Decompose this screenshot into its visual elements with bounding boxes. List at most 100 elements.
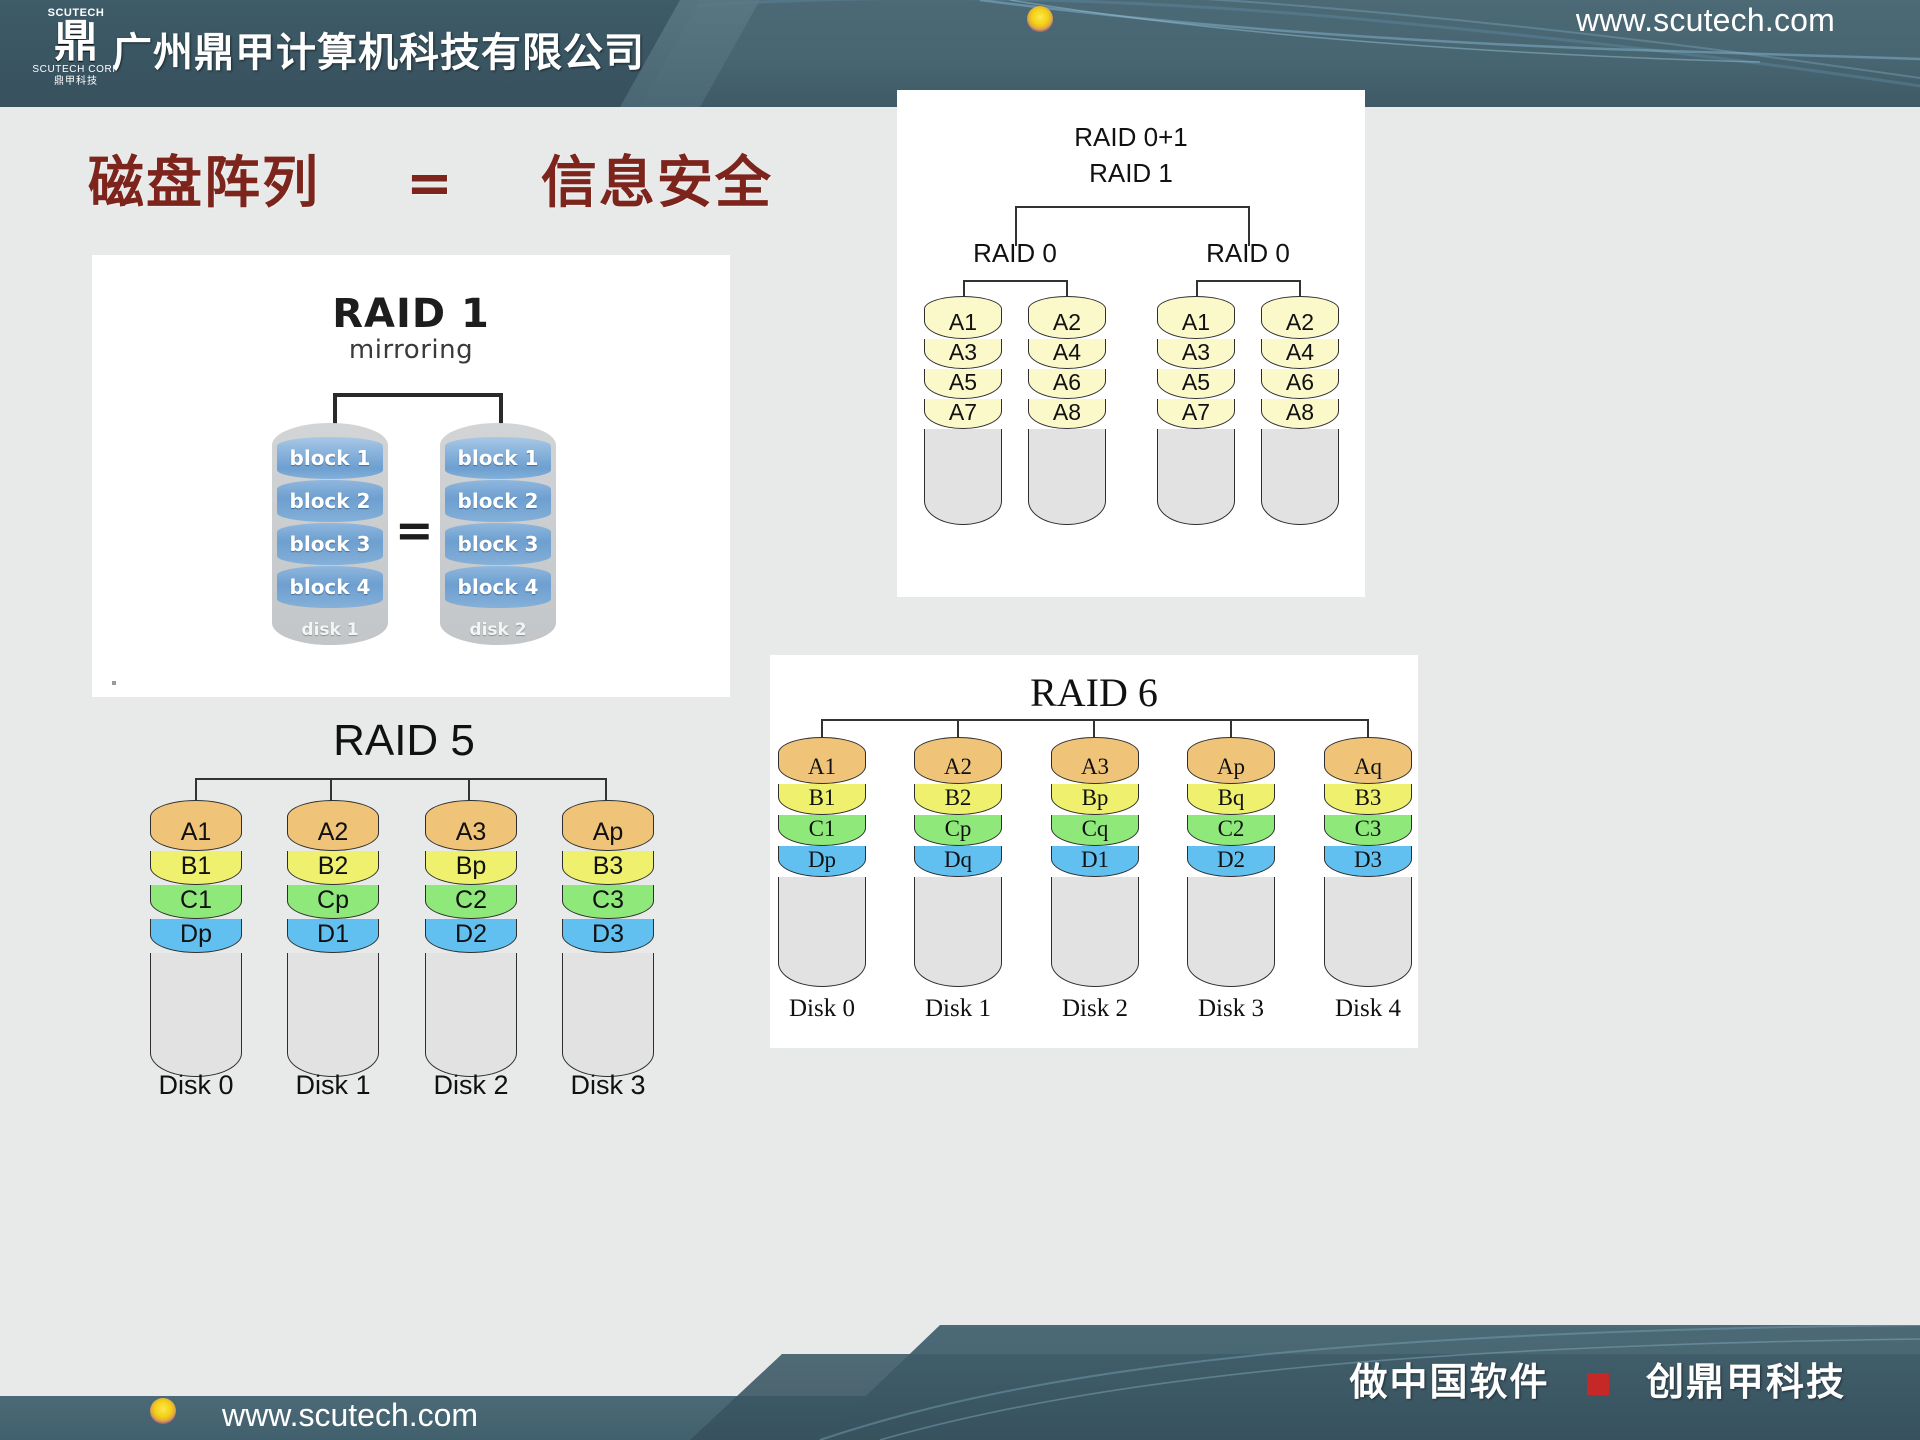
raid6-disk-3-block: D2 (1187, 846, 1275, 877)
raid1-block: block 2 (445, 480, 551, 522)
raid5-disk-1-block: B2 (287, 851, 379, 885)
raid01-disk-3-block-label: A4 (1285, 339, 1315, 365)
raid1-diagram-panel: RAID 1 mirroring block 1 block 2 block 3… (92, 255, 730, 697)
raid5-stem-2 (330, 778, 332, 806)
raid6-stem-5 (1367, 719, 1369, 743)
raid1-equals-sign: = (395, 503, 434, 557)
raid01-right-group-stem-1 (1196, 280, 1198, 306)
footer-website-link[interactable]: www.scutech.com (222, 1397, 479, 1433)
raid5-disk-0-unused-space (150, 953, 242, 1077)
raid6-disk-2-block-label: A3 (1080, 754, 1110, 779)
raid6-disk-3-block: C2 (1187, 815, 1275, 846)
raid1-block: block 1 (277, 437, 383, 479)
raid5-disk-1-unused-space (287, 953, 379, 1077)
raid5-disk-1-block-label: B2 (317, 852, 349, 880)
raid01-right-group-stem-2 (1299, 280, 1301, 306)
raid5-disk-3-block: Ap (562, 817, 654, 851)
raid6-disk-1-block: Dq (914, 846, 1002, 877)
raid01-disk-0-block: A7 (924, 399, 1002, 429)
raid6-disk-0-block-label: A1 (807, 754, 837, 779)
raid6-disk-3-block-label: D2 (1216, 847, 1246, 872)
raid6-disk-2-block: Cq (1051, 815, 1139, 846)
raid6-disk-1-block-label: Dq (943, 847, 973, 872)
raid5-disk-3-block: D3 (562, 919, 654, 953)
raid6-disk-0-block-label: C1 (808, 816, 836, 841)
raid01-top-connector-right (1248, 206, 1250, 246)
raid6-disk-4-block-label: C3 (1354, 816, 1382, 841)
raid6-disk-2-block: A3 (1051, 753, 1139, 784)
raid6-disk-4-unused-space (1324, 877, 1412, 987)
raid1-block: block 2 (277, 480, 383, 522)
raid5-disk-3-block: B3 (562, 851, 654, 885)
raid6-disk-0-block: A1 (778, 753, 866, 784)
raid01-disk-2-block: A3 (1157, 339, 1235, 369)
raid01-right-group-bracket (1196, 280, 1300, 282)
raid01-disk-2-unused-space (1157, 429, 1235, 525)
logo-chinese-text: 鼎甲科技 (54, 76, 98, 87)
raid6-disk-0-caption: Disk 0 (789, 995, 855, 1022)
raid01-disk-2-block-label: A3 (1181, 339, 1211, 365)
raid01-left-group-stem-2 (1066, 280, 1068, 306)
raid5-disk-1-block-label: D1 (317, 920, 349, 948)
raid01-disk-0-block-label: A3 (948, 339, 978, 365)
raid01-top-connector-horizontal (1015, 206, 1249, 208)
raid5-disk-1-block-label: A2 (317, 818, 349, 846)
raid5-disk-0-block-label: Dp (180, 920, 212, 948)
raid5-stem-4 (605, 778, 607, 806)
page-title: 磁盘阵列 = 信息安全 (88, 151, 773, 216)
raid6-disk-1-block: A2 (914, 753, 1002, 784)
page-footer: 做中国软件 创鼎甲科技 www.scutech.com (0, 1325, 1920, 1440)
raid6-disk-2-block-label: D1 (1080, 847, 1110, 872)
raid01-disk-0-block: A5 (924, 369, 1002, 399)
raid01-left-group-stem-1 (963, 280, 965, 306)
raid01-disk-1-block-label: A2 (1052, 309, 1082, 335)
raid5-disk-0-block-label: A1 (180, 818, 212, 846)
company-name: 广州鼎甲计算机科技有限公司 (112, 30, 645, 76)
raid6-disk-1-block-label: A2 (943, 754, 973, 779)
footer-swoosh-decoration (819, 1325, 1920, 1440)
raid01-disk-0-block: A1 (924, 309, 1002, 339)
raid01-disk-0-unused-space (924, 429, 1002, 525)
raid6-disk-3-block: Bq (1187, 784, 1275, 815)
raid6-disk-3-block-label: C2 (1217, 816, 1245, 841)
header-left-band (0, 0, 700, 107)
panel-speck (112, 681, 116, 685)
raid5-disk-2-block: C2 (425, 885, 517, 919)
footer-slogan-right: 创鼎甲科技 (1645, 1360, 1846, 1404)
raid5-disk-2-block-label: A3 (455, 818, 487, 846)
raid6-disk-1-block: B2 (914, 784, 1002, 815)
raid01-disk-1-block-label: A4 (1052, 339, 1082, 365)
header-website-link[interactable]: www.scutech.com (1575, 2, 1835, 38)
raid5-title: RAID 5 (333, 716, 475, 765)
raid6-stem-2 (957, 719, 959, 743)
footer-bullet-dot-icon (150, 1398, 176, 1424)
raid5-stem-3 (468, 778, 470, 806)
raid6-disk-2-block: D1 (1051, 846, 1139, 877)
raid5-disk-1-block: Cp (287, 885, 379, 919)
raid01-disk-1-block: A4 (1028, 339, 1106, 369)
raid6-disk-1-block-label: Cp (944, 816, 972, 841)
raid6-disk-2-caption: Disk 2 (1062, 995, 1128, 1022)
raid1-block: block 3 (277, 523, 383, 565)
raid6-disk-1-block-label: B2 (944, 785, 972, 810)
raid01-disk-1-block: A6 (1028, 369, 1106, 399)
raid1-subtitle: mirroring (348, 335, 474, 365)
footer-slogan-left: 做中国软件 (1349, 1360, 1550, 1404)
raid5-disk-0-block: B1 (150, 851, 242, 885)
raid6-disk-0-block-label: B1 (808, 785, 836, 810)
raid6-disk-4-block: C3 (1324, 815, 1412, 846)
raid6-disk-0-block-label: Dp (807, 847, 837, 872)
raid6-disk-0-unused-space (778, 877, 866, 987)
logo-wordmark: SCUTECH (47, 7, 105, 19)
logo-english-text: SCUTECH CORP (32, 64, 120, 75)
raid01-disk-0-block-label: A5 (948, 369, 978, 395)
raid6-disk-3-block: Ap (1187, 753, 1275, 784)
